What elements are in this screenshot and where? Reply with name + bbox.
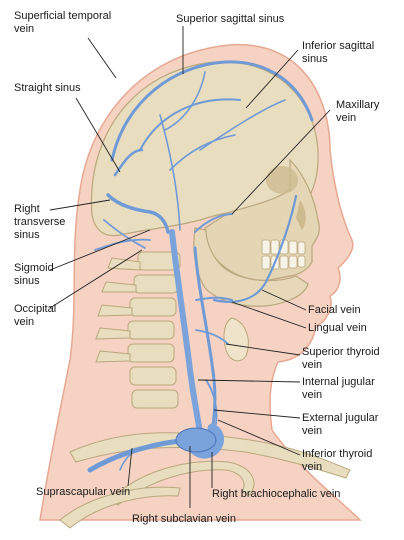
brachiocephalic-junction	[175, 427, 217, 453]
lingual-vein-path	[195, 296, 233, 301]
larynx	[223, 317, 249, 362]
facial-vein-path	[212, 194, 298, 303]
label-inferior-thyroid-vein: Inferior thyroid vein	[302, 448, 373, 473]
orbit	[266, 166, 298, 194]
label-inferior-sagittal-sinus: Inferior sagittal sinus	[302, 40, 375, 65]
leader-lines	[49, 26, 331, 508]
transverse-sinus-path	[106, 193, 170, 234]
internal-jugular-path	[169, 229, 203, 435]
label-maxillary-vein: Maxillary vein	[336, 99, 380, 124]
straight-sinus-path	[113, 148, 144, 177]
label-sigmoid-sinus: Sigmoid sinus	[14, 262, 54, 287]
mandible	[193, 227, 309, 307]
label-suprascapular-vein: Suprascapular vein	[36, 486, 131, 498]
label-lingual-vein: Lingual vein	[308, 322, 367, 334]
label-internal-jugular-vein: Internal jugular vein	[302, 376, 375, 401]
suprascapular-path	[119, 445, 151, 471]
first-rib	[109, 460, 255, 506]
label-facial-vein: Facial vein	[308, 304, 361, 316]
external-jugular-path	[193, 246, 217, 434]
label-straight-sinus: Straight sinus	[14, 82, 81, 94]
label-superior-sagittal-sinus: Superior sagittal sinus	[176, 13, 285, 25]
clavicle	[69, 432, 351, 479]
inferior-sagittal-sinus-path	[139, 98, 241, 151]
cervical-spine	[95, 251, 181, 409]
label-right-brachiocephalic-vein: Right brachiocephalic vein	[212, 488, 341, 500]
inferior-thyroid-path	[205, 379, 218, 425]
label-right-transverse-sinus: Right transverse sinus	[14, 203, 66, 241]
label-external-jugular-vein: External jugular vein	[302, 412, 379, 437]
second-rib	[59, 486, 181, 529]
maxillary-vein-path	[194, 213, 233, 233]
veins	[87, 60, 314, 473]
skull-cranium	[90, 61, 319, 237]
label-superior-thyroid-vein: Superior thyroid vein	[302, 346, 380, 371]
superior-sagittal-sinus-path	[110, 60, 314, 162]
superficial-temporal-path	[159, 71, 286, 231]
label-right-subclavian-vein: Right subclavian vein	[132, 513, 236, 525]
label-superficial-temporal-vein: Superficial temporal vein	[14, 10, 112, 35]
label-occipital-vein: Occipital vein	[14, 303, 57, 328]
superior-thyroid-path	[195, 329, 229, 345]
nasal-aperture	[296, 200, 306, 230]
